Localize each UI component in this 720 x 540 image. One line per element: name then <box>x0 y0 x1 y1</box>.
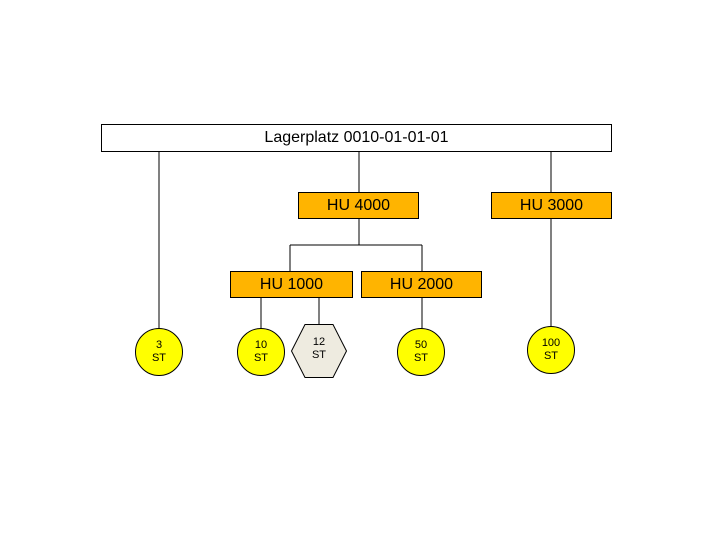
quantity-hexagon-12-text: 12 ST <box>291 324 347 374</box>
hu-3000-label: HU 3000 <box>519 196 584 214</box>
hu-3000-box: HU 3000 <box>491 192 612 219</box>
quantity-value: 12 <box>312 336 326 348</box>
quantity-unit: ST <box>311 349 327 361</box>
quantity-circle-10: 10 ST <box>237 328 285 376</box>
hu-1000-label: HU 1000 <box>259 275 324 293</box>
quantity-unit: ST <box>151 352 167 364</box>
hu-1000-box: HU 1000 <box>230 271 353 298</box>
quantity-unit: ST <box>543 350 559 362</box>
quantity-unit: ST <box>413 352 429 364</box>
quantity-value: 100 <box>541 337 561 349</box>
hu-2000-box: HU 2000 <box>361 271 482 298</box>
hu-4000-box: HU 4000 <box>298 192 419 219</box>
quantity-value: 10 <box>254 339 268 351</box>
quantity-value: 50 <box>414 339 428 351</box>
quantity-circle-50: 50 ST <box>397 328 445 376</box>
hu-2000-label: HU 2000 <box>389 275 454 293</box>
quantity-hexagon-12 <box>291 324 347 378</box>
hu-4000-label: HU 4000 <box>326 196 391 214</box>
storage-bin-label: Lagerplatz 0010-01-01-01 <box>264 129 449 146</box>
quantity-circle-3: 3 ST <box>135 328 183 376</box>
quantity-unit: ST <box>253 352 269 364</box>
quantity-value: 3 <box>155 339 163 351</box>
quantity-circle-100: 100 ST <box>527 326 575 374</box>
storage-bin-box: Lagerplatz 0010-01-01-01 <box>101 124 612 152</box>
